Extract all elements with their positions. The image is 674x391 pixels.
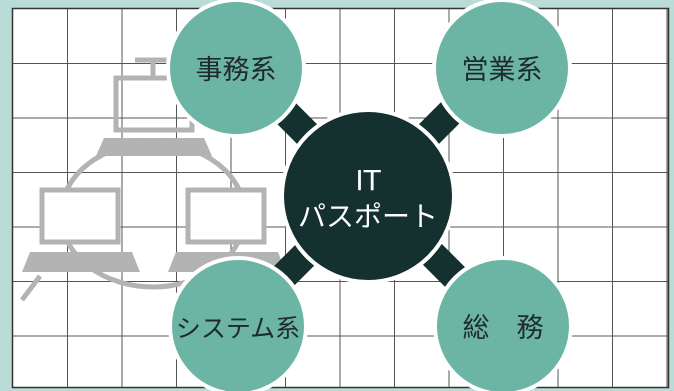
top-computer-keyboard-icon: [96, 138, 212, 156]
bubble-somu-label: 総 務: [463, 313, 544, 344]
bubble-eigyo: 営業系: [432, 0, 572, 138]
center-label-line2: パスポート: [298, 200, 438, 233]
right-computer-monitor-icon: [185, 187, 267, 245]
bubble-eigyo-label: 営業系: [462, 55, 543, 86]
center-node: IT パスポート: [280, 108, 456, 284]
left-computer-keyboard-icon: [22, 252, 140, 272]
bubble-system-label: システム系: [176, 314, 300, 343]
bubble-jimu-label: 事務系: [196, 55, 277, 86]
left-computer-monitor-icon: [39, 187, 121, 245]
bubble-jimu: 事務系: [166, 0, 306, 138]
bubble-somu: 総 務: [433, 256, 573, 391]
center-label-line1: IT: [355, 164, 381, 197]
bubble-system: システム系: [168, 256, 308, 391]
network-illustration: [20, 57, 286, 302]
